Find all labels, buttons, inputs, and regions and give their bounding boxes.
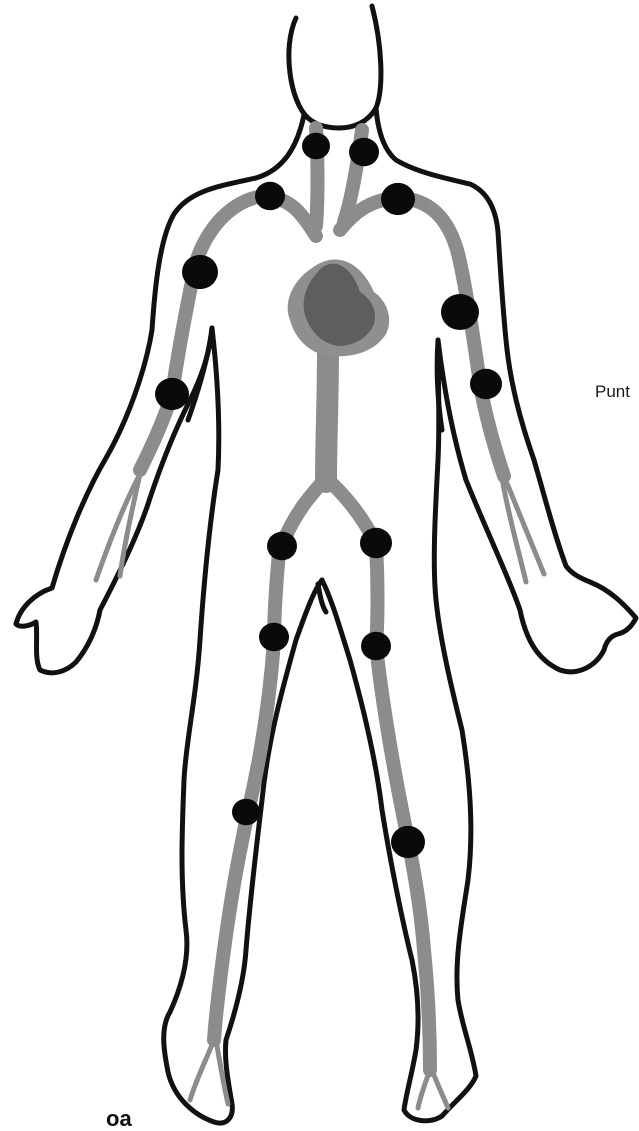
femoral-left <box>214 544 280 1040</box>
foot-right-b <box>432 1070 448 1108</box>
brachial-right <box>460 262 504 476</box>
side-label: Punt <box>595 382 630 402</box>
inner-left-arm-line <box>188 328 212 420</box>
pulse-point-elbow-right <box>470 369 502 399</box>
forearm-branches <box>96 470 544 1108</box>
foot-left-a <box>190 1040 214 1100</box>
aorta <box>326 348 328 482</box>
pulse-point-knee-right <box>391 826 425 858</box>
pulse-point-shoulder-right <box>381 183 415 215</box>
pulse-point-groin-right <box>360 528 392 558</box>
pulse-point-knee-left <box>232 799 260 826</box>
head-outline <box>289 6 381 128</box>
pulse-point-neck-left <box>302 133 330 160</box>
pulse-point-upper-arm-right <box>441 294 479 330</box>
iliac-left <box>284 478 326 540</box>
pulse-point-thigh-right <box>361 632 391 661</box>
right-leg-and-arm-outline <box>322 108 636 1121</box>
heart <box>288 259 390 356</box>
corner-label: oa <box>106 1108 132 1130</box>
pulse-point-neck-right <box>349 138 379 167</box>
foot-right-a <box>418 1070 430 1108</box>
brachial-left <box>140 262 196 470</box>
body-outline <box>16 6 636 1123</box>
subclavian-left <box>196 196 316 262</box>
pulse-point-thigh-left <box>259 623 289 652</box>
pulse-point-elbow-left <box>155 378 189 410</box>
pulse-point-shoulder-left <box>255 182 285 211</box>
forearm-right-b <box>502 478 526 582</box>
pulse-point-upper-arm-left <box>182 255 218 289</box>
pulse-point-groin-left <box>267 532 297 561</box>
